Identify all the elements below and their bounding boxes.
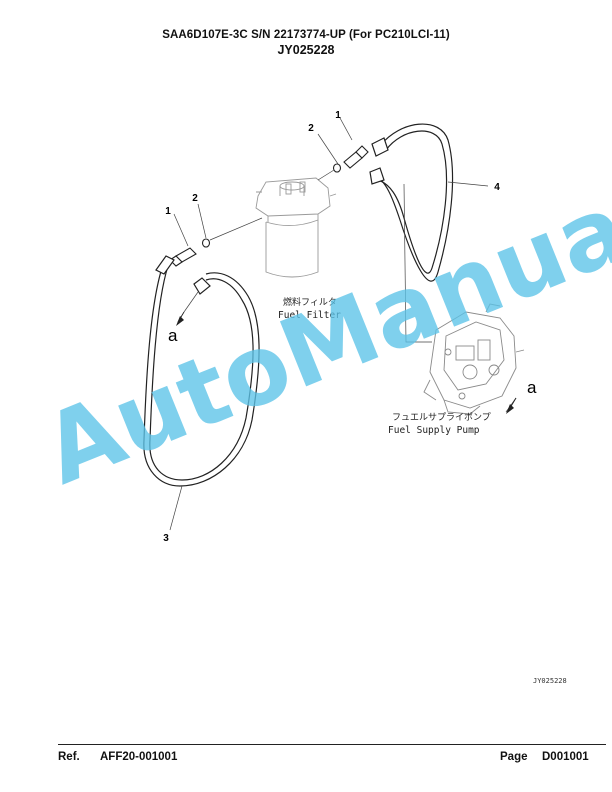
callout-2-lower: 2 [192,193,198,204]
hose-4 [369,123,454,282]
fitting-1-right [343,145,369,169]
view-arrow-left: a [168,311,185,345]
gasket-2-right [332,163,342,173]
view-marker-right: a [527,378,537,397]
page-label: Page [500,751,528,763]
ref-label: Ref. [58,751,80,763]
callout-1-lower: 1 [165,206,171,217]
page-value: D001001 [542,751,589,763]
figure-id-small: JY025228 [533,677,567,685]
view-arrow-right: a [506,378,537,414]
fuel-filter-label-jp: 燃料フィルタ [283,296,337,307]
gasket-2-left [201,238,211,248]
fitting-1-left [169,247,197,267]
hose-3 [143,255,260,487]
fuel-filter [255,177,337,278]
callout-3: 3 [163,533,169,544]
model-title: SAA6D107E-3C S/N 22173774-UP (For PC210L… [162,29,450,41]
footer-divider [58,744,606,745]
fuel-pump-label-jp: フュエルサプライポンプ [392,412,491,422]
callout-1-upper: 1 [335,110,341,121]
fuel-supply-pump [423,303,525,415]
fuel-pump-label-en: Fuel Supply Pump [388,425,480,436]
fuel-filter-label-en: Fuel Filter [278,310,341,321]
watermark: AutoManual [29,159,612,506]
callout-2-upper: 2 [308,123,314,134]
ref-value: AFF20-001001 [100,751,178,763]
callout-4: 4 [494,182,500,193]
figure-code: JY025228 [277,43,335,57]
view-marker-left: a [168,326,178,345]
